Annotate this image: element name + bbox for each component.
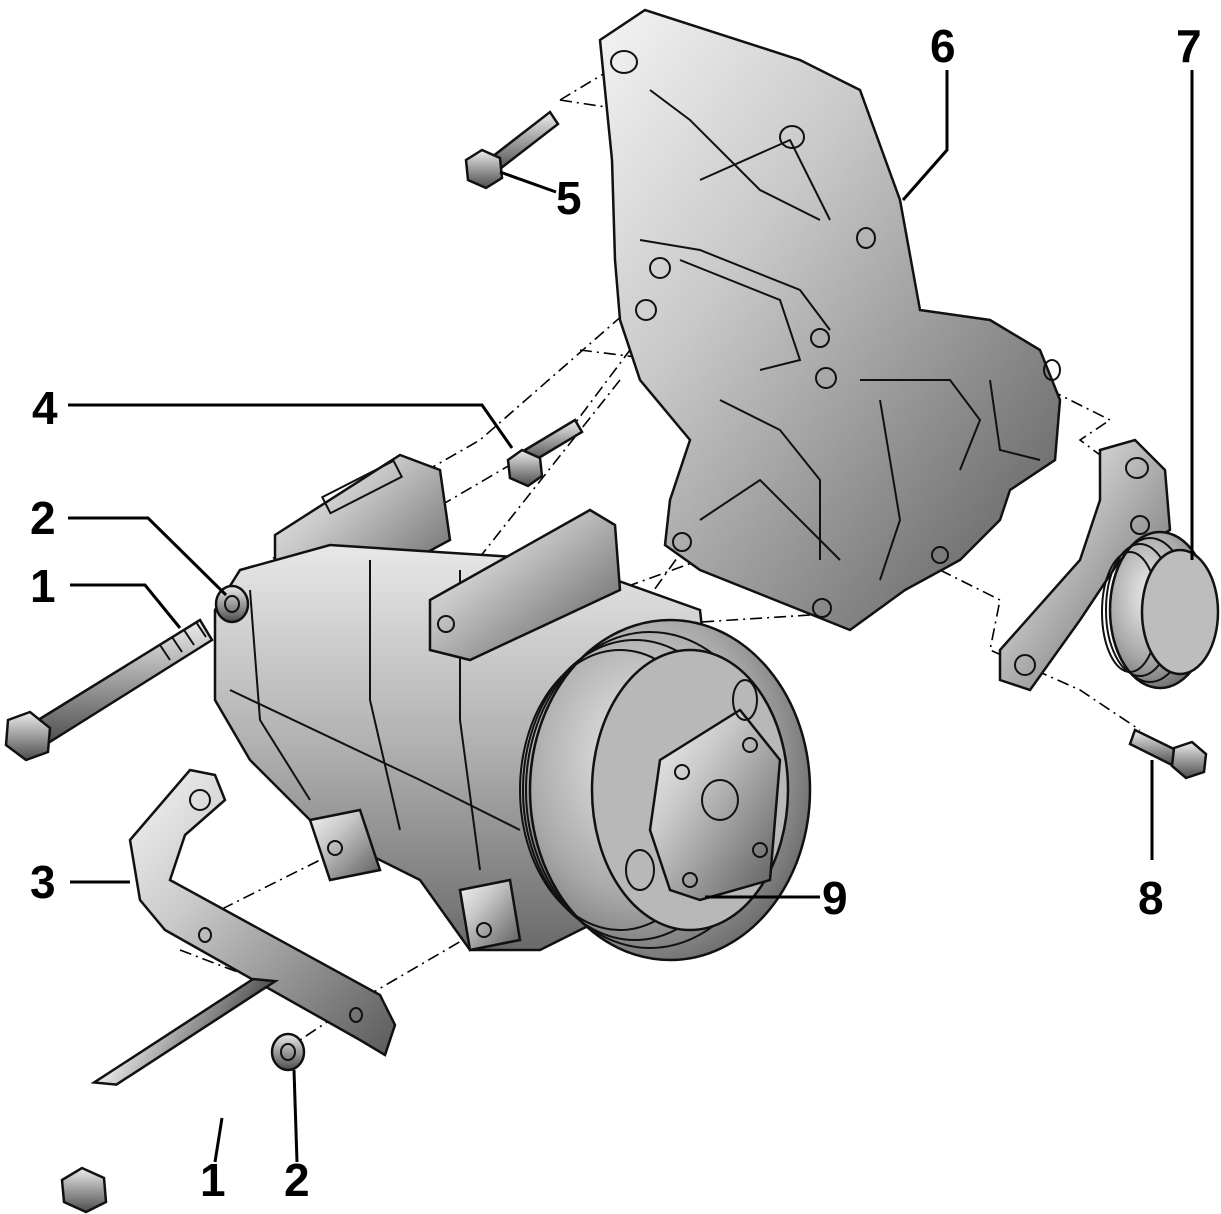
- callout-1-lower: 1: [200, 1154, 226, 1206]
- callout-7: 7: [1176, 20, 1202, 72]
- callout-labels: 1 2 3 4 5 6 7 8 9 1 2: [30, 20, 1202, 1206]
- bolt-5: [464, 110, 560, 190]
- callout-8: 8: [1138, 872, 1164, 924]
- support-strap: [128, 768, 397, 1057]
- bolt-upper-long: [4, 618, 214, 762]
- mounting-bracket: [598, 8, 1062, 632]
- bolt-4: [506, 418, 584, 488]
- idler-pulley: [998, 438, 1220, 692]
- bolt-8: [1128, 728, 1208, 780]
- washer-lower: [270, 1032, 306, 1072]
- callout-4: 4: [32, 382, 58, 434]
- compressor: [213, 453, 812, 962]
- callout-2-lower: 2: [284, 1154, 310, 1206]
- callout-5: 5: [556, 172, 582, 224]
- callout-2-upper: 2: [30, 492, 56, 544]
- callout-3: 3: [30, 856, 56, 908]
- bolt-lower-long: [60, 977, 280, 1214]
- leader-lines: [68, 70, 1194, 1163]
- callout-1-upper: 1: [30, 560, 56, 612]
- callout-6: 6: [930, 20, 956, 72]
- callout-9: 9: [822, 872, 848, 924]
